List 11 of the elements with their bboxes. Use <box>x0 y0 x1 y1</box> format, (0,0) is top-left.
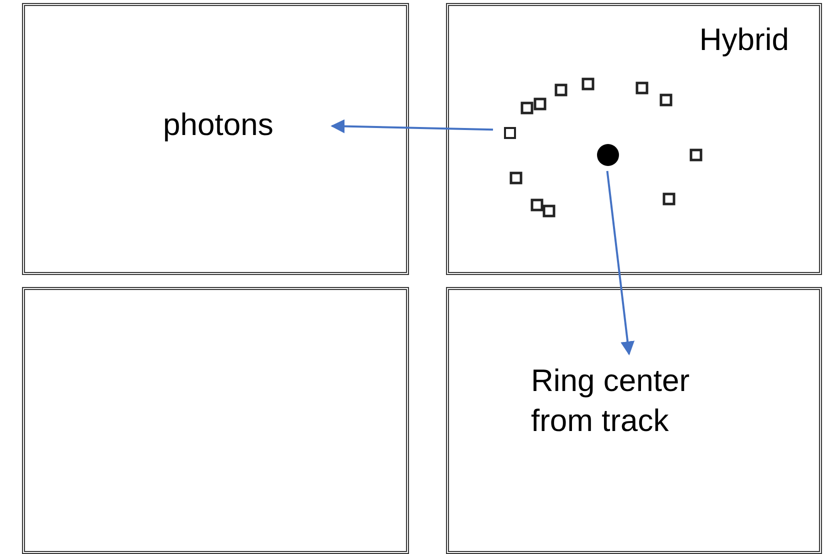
photon-hit-square <box>504 127 516 139</box>
detector-panel <box>446 3 822 275</box>
detector-panel <box>446 287 822 554</box>
detector-panel <box>22 3 409 275</box>
arrow <box>606 170 635 356</box>
detector-panel <box>22 287 409 554</box>
panel-title: Hybrid <box>699 21 789 59</box>
arrow <box>330 119 494 134</box>
photons-label: photons <box>163 105 331 149</box>
ring-center-dot <box>597 144 619 166</box>
ring-center-label: Ring center from track <box>531 361 746 461</box>
